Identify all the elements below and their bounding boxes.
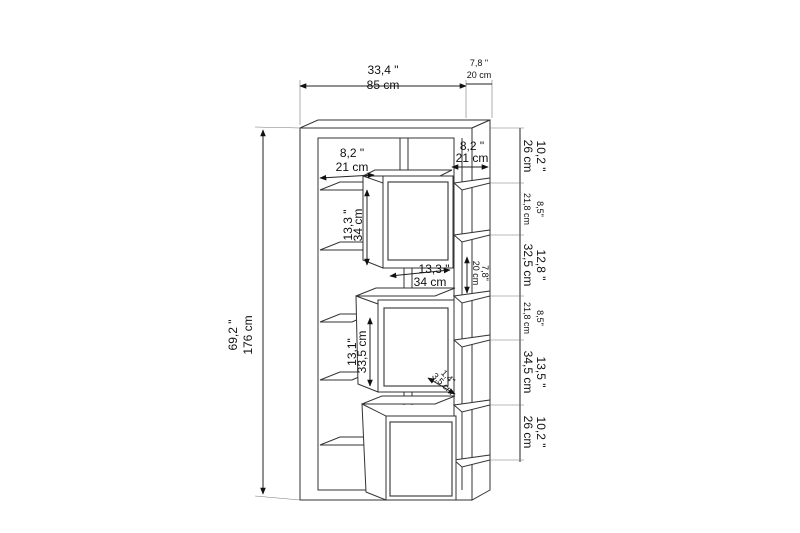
left-shelf-depth-dimension: 8,2 " 21 cm xyxy=(319,146,375,181)
dimension-label: 34 cm xyxy=(414,275,447,289)
dimension-label: 10,2 " xyxy=(534,417,548,448)
height-dimension: 69,2 " 176 cm xyxy=(226,126,301,501)
top-box-height-dimension: 13,3 " 34 cm xyxy=(341,189,370,266)
dimension-label: 33,4 " xyxy=(368,63,399,77)
top-face xyxy=(299,119,491,129)
right-shelves xyxy=(452,177,491,468)
box-width-dimension: 13,3 " 34 cm xyxy=(389,262,451,289)
dimension-label: 21 cm xyxy=(456,151,489,165)
right-dim-6: 10,2 "26 cm xyxy=(521,416,548,449)
dimension-label: 34,5 cm xyxy=(521,351,535,394)
bookshelf-drawing xyxy=(299,119,491,501)
dimension-label: 7,8" xyxy=(480,265,490,281)
cabinet-door[interactable] xyxy=(383,307,449,387)
dimension-label: 8,2 " xyxy=(340,146,364,160)
right-side-face xyxy=(471,119,491,501)
dimension-label: 20 cm xyxy=(471,261,481,286)
cabinet-door[interactable] xyxy=(387,181,449,261)
dimension-label: 21 cm xyxy=(336,160,369,174)
depth-dimension: 7,8 " 20 cm xyxy=(466,58,493,118)
right-dim-1: 10,2 "26 cm xyxy=(521,140,548,173)
dimension-label: 8,5" xyxy=(535,310,545,326)
right-dim-2: 8,5"21,8 cm xyxy=(522,193,545,225)
width-dimension: 33,4 " 85 cm xyxy=(299,63,467,125)
right-dim-4: 8,5"21,8 cm xyxy=(522,302,545,334)
dimension-label: 33,5 cm xyxy=(355,331,369,374)
bottom-cabinet-box xyxy=(361,395,457,501)
dimension-label: 13,3 " xyxy=(419,262,450,276)
dimension-label: 7,8 " xyxy=(470,58,488,68)
top-cabinet-box xyxy=(362,169,454,269)
dimension-label: 26 cm xyxy=(521,416,535,449)
right-shelf-depth-dimension: 8,2 " 21 cm xyxy=(451,139,489,170)
dimension-label: 32,5 cm xyxy=(521,244,535,287)
dimension-label: 8,2 " xyxy=(460,139,484,153)
right-dim-3: 12,8 "32,5 cm xyxy=(521,244,548,287)
dimension-label: 26 cm xyxy=(521,140,535,173)
dimension-label: 12,8 " xyxy=(534,250,548,281)
dimension-label: 13,1" xyxy=(345,338,359,366)
dimension-label: 13,3 " xyxy=(341,210,355,241)
dimension-label: 21,8 cm xyxy=(522,302,532,334)
dimension-label: 34 cm xyxy=(351,209,365,242)
right-dim-5: 13,5 "34,5 cm xyxy=(521,351,548,394)
dimension-label: 21,8 cm xyxy=(522,193,532,225)
dimension-label: 8,5" xyxy=(535,201,545,217)
right-column-dimensions: 10,2 "26 cm 8,5"21,8 cm 12,8 "32,5 cm 8,… xyxy=(490,127,548,462)
dimension-label: 85 cm xyxy=(367,78,400,92)
middle-box-height-dimension: 13,1" 33,5 cm xyxy=(345,317,373,387)
cabinet-door[interactable] xyxy=(389,421,453,497)
box-gap-dimension: 7,8" 20 cm xyxy=(464,256,490,294)
dimension-label: 10,2 " xyxy=(534,141,548,172)
dimension-label: 20 cm xyxy=(467,70,492,80)
middle-cabinet-box xyxy=(355,287,456,393)
dimension-label: 176 cm xyxy=(241,315,255,354)
dimension-label: 69,2 " xyxy=(226,320,240,351)
dimension-label: 13,5 " xyxy=(534,357,548,388)
